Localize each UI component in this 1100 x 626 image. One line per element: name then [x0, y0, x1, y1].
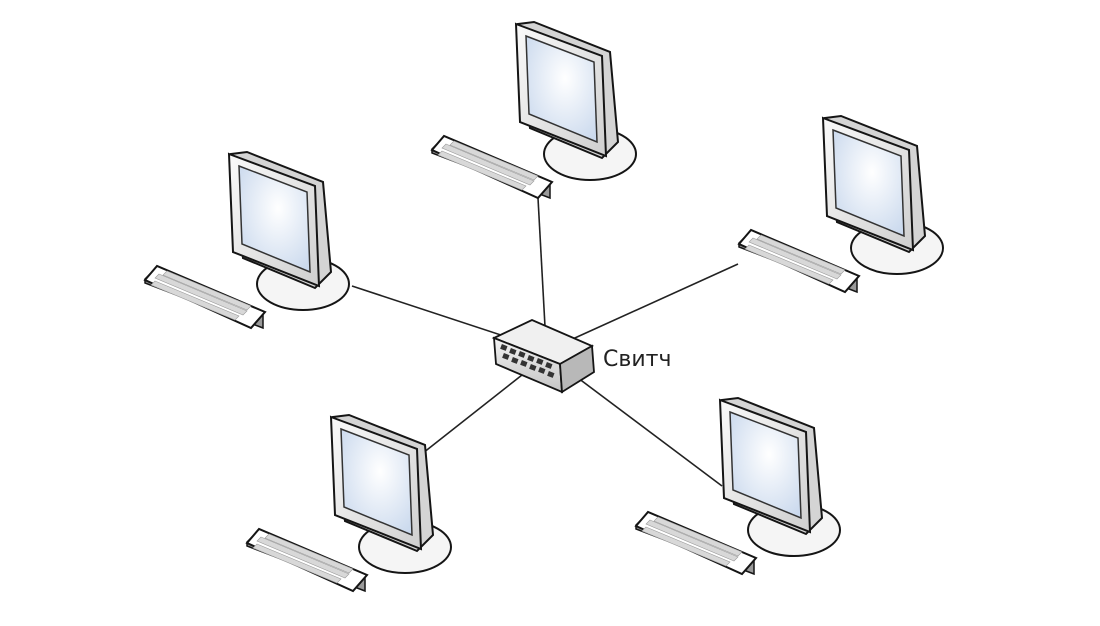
connection-lines	[351, 197, 739, 487]
keyboard-icon	[737, 228, 861, 294]
switch-label: Свитч	[603, 347, 672, 372]
network-switch-icon	[491, 319, 595, 394]
computer-icon	[245, 413, 452, 593]
link-bottom-right	[577, 377, 723, 487]
switch-ports	[500, 344, 555, 378]
monitor-screen	[238, 164, 311, 274]
computer-icon	[737, 114, 944, 294]
monitor-screen	[832, 128, 905, 238]
computer-icon	[430, 20, 637, 200]
link-top	[537, 197, 547, 346]
computer-icon	[143, 150, 350, 330]
link-left	[351, 285, 511, 339]
monitor-screen	[729, 410, 802, 520]
computer-icon	[634, 396, 841, 576]
keyboard-icon	[245, 527, 369, 593]
monitor-screen	[340, 427, 413, 537]
link-bottom-left	[422, 374, 523, 454]
link-right	[565, 263, 739, 343]
keyboard-icon	[634, 510, 758, 576]
keyboard-icon	[430, 134, 554, 200]
keyboard-icon	[143, 264, 267, 330]
monitor-screen	[525, 34, 598, 144]
